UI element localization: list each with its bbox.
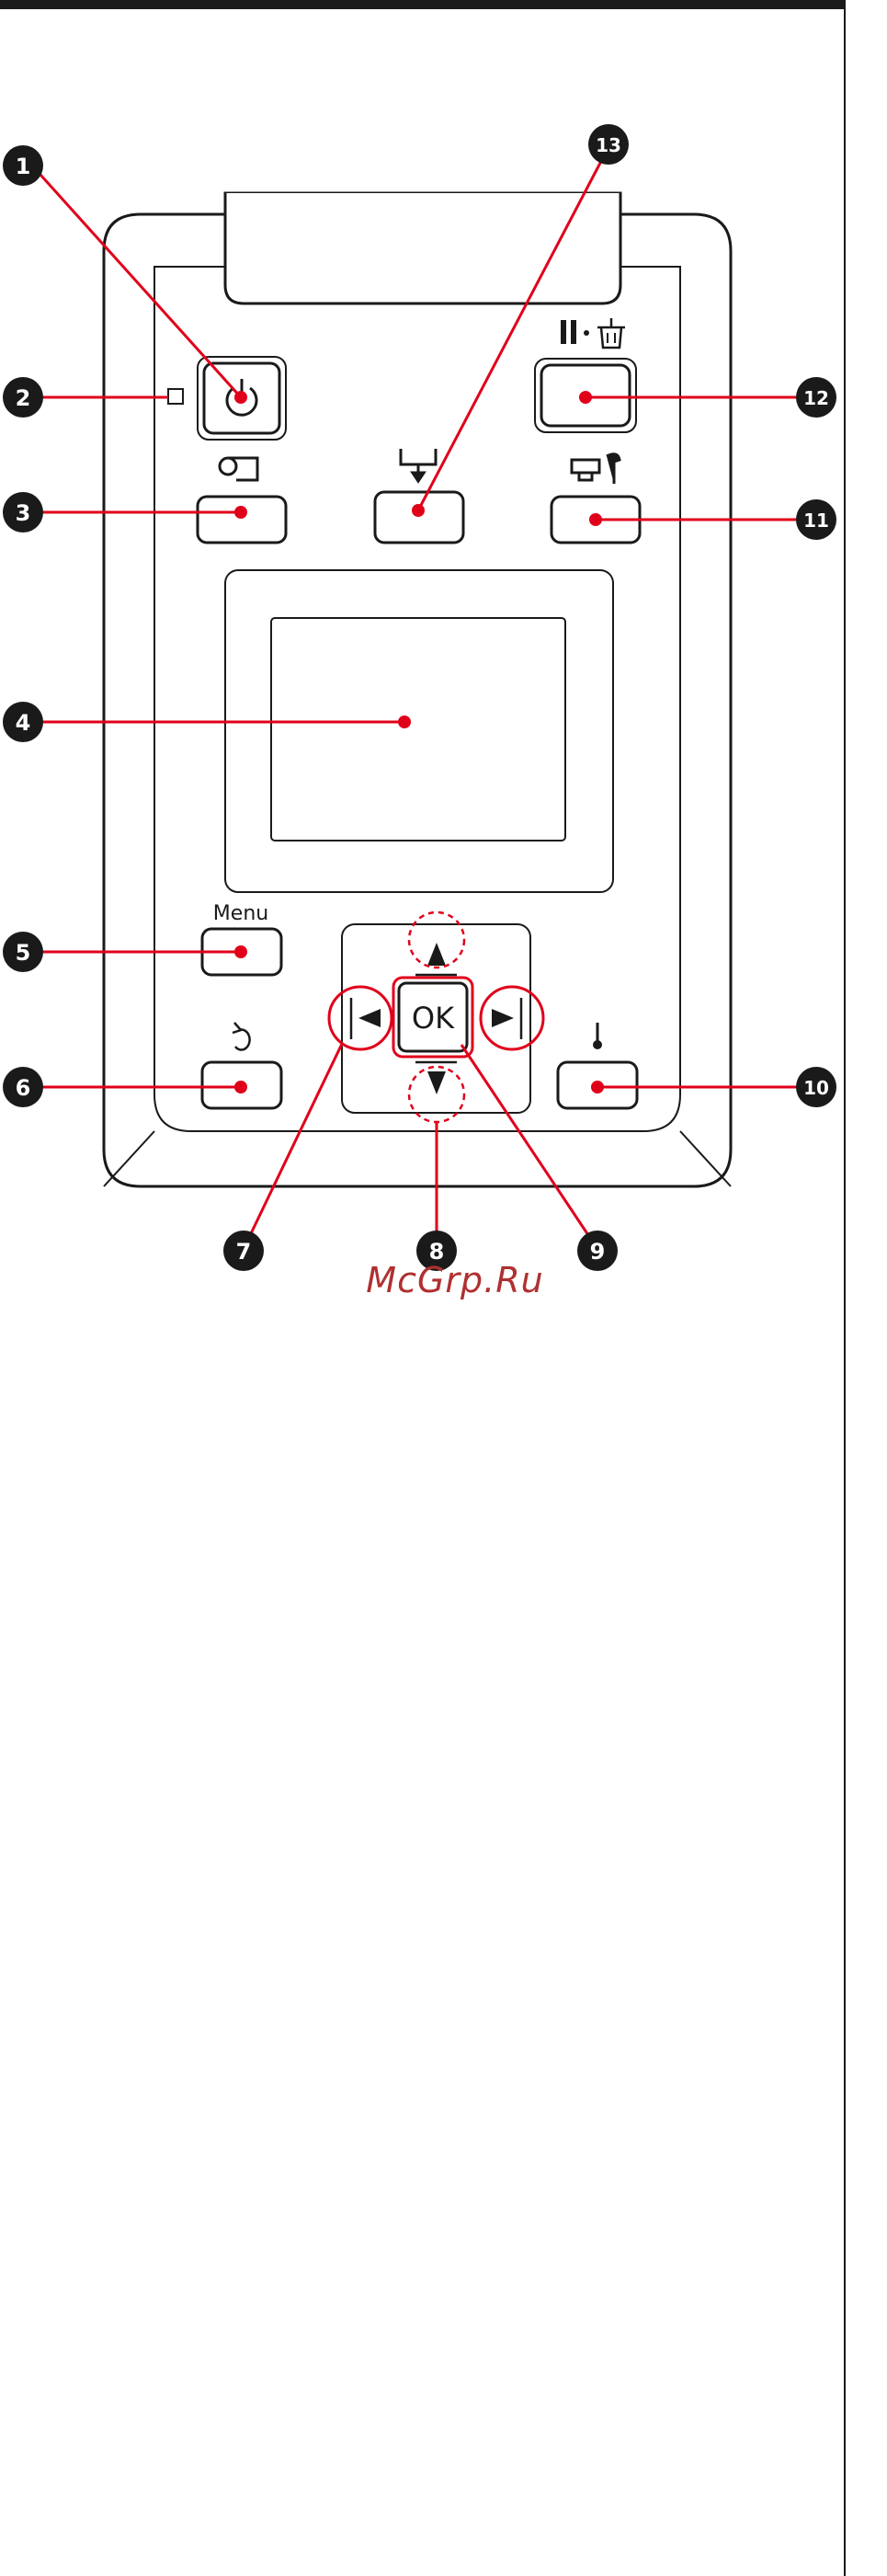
paper-feed-button[interactable] — [375, 492, 463, 543]
left-arrow-button[interactable] — [351, 998, 381, 1039]
back-icon — [233, 1023, 250, 1050]
paper-roll-icon — [220, 458, 257, 480]
paper-source-button[interactable] — [198, 497, 286, 543]
up-arrow-button[interactable] — [415, 943, 457, 975]
pause-cancel-icon — [561, 318, 625, 348]
menu-label: Menu — [213, 902, 268, 925]
callout-9: 9 — [577, 1231, 618, 1271]
leader-lines — [32, 147, 813, 1249]
lcd-screen — [225, 570, 613, 892]
callout-3: 3 — [3, 492, 43, 532]
callout-11: 11 — [796, 499, 836, 540]
callout-12: 12 — [796, 377, 836, 418]
ok-label: OK — [412, 1001, 455, 1036]
arrow-pad: OK — [329, 912, 543, 1122]
svg-text:10: 10 — [803, 1077, 829, 1099]
svg-text:12: 12 — [803, 387, 829, 409]
callout-4: 4 — [3, 702, 43, 742]
lcd-display — [271, 618, 565, 841]
callout-7: 7 — [223, 1231, 264, 1271]
down-arrow-button[interactable] — [415, 1062, 457, 1094]
right-arrow-button[interactable] — [492, 998, 521, 1039]
maintenance-icon — [572, 454, 620, 484]
svg-text:11: 11 — [803, 509, 829, 532]
svg-text:5: 5 — [16, 940, 31, 966]
callout-1: 1 — [3, 145, 43, 186]
callout-5: 5 — [3, 932, 43, 972]
svg-text:2: 2 — [16, 385, 31, 411]
ok-button[interactable]: OK — [393, 978, 472, 1057]
panel-bevel-left — [104, 1131, 154, 1186]
svg-text:7: 7 — [236, 1239, 252, 1265]
leader-1 — [32, 166, 241, 397]
callout-10: 10 — [796, 1067, 836, 1107]
callout-13: 13 — [588, 124, 629, 165]
down-arrow-icon — [427, 1071, 446, 1094]
up-arrow-icon — [427, 943, 446, 966]
panel-top-tab — [225, 193, 620, 303]
paper-feed-icon — [401, 449, 436, 483]
left-arrow-icon — [358, 1009, 381, 1027]
watermark: McGrp.Ru — [354, 1260, 556, 1300]
svg-text:3: 3 — [16, 500, 31, 526]
heater-icon — [593, 1023, 602, 1049]
svg-text:6: 6 — [16, 1075, 31, 1101]
callout-6: 6 — [3, 1067, 43, 1107]
svg-text:13: 13 — [596, 134, 621, 156]
callout-2: 2 — [3, 377, 43, 418]
svg-text:9: 9 — [590, 1239, 606, 1265]
led-icon — [168, 389, 183, 404]
panel-bevel-right — [680, 1131, 731, 1186]
svg-text:1: 1 — [16, 154, 31, 179]
right-arrow-icon — [492, 1009, 514, 1027]
svg-text:4: 4 — [16, 710, 31, 736]
